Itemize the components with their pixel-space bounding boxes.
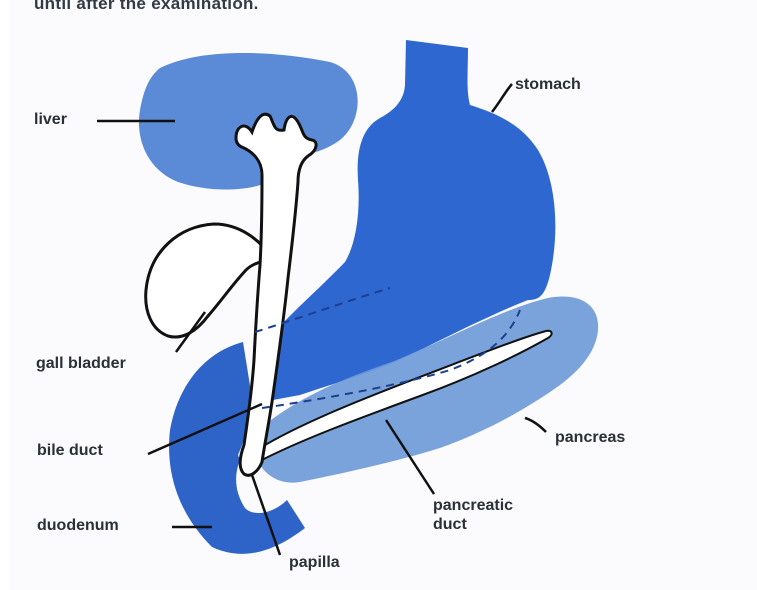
- label-stomach: stomach: [515, 75, 581, 94]
- gall-bladder-shape: [146, 224, 272, 337]
- stomach-leader: [492, 84, 512, 112]
- label-papilla: papilla: [289, 553, 340, 572]
- label-pancreatic-duct: pancreatic duct: [433, 496, 513, 534]
- label-bile-duct: bile duct: [37, 441, 103, 460]
- label-duodenum: duodenum: [37, 516, 119, 535]
- label-pancreas: pancreas: [555, 428, 625, 447]
- pancreas-leader: [525, 418, 546, 432]
- label-gall-bladder: gall bladder: [36, 354, 126, 373]
- label-liver: liver: [34, 110, 67, 129]
